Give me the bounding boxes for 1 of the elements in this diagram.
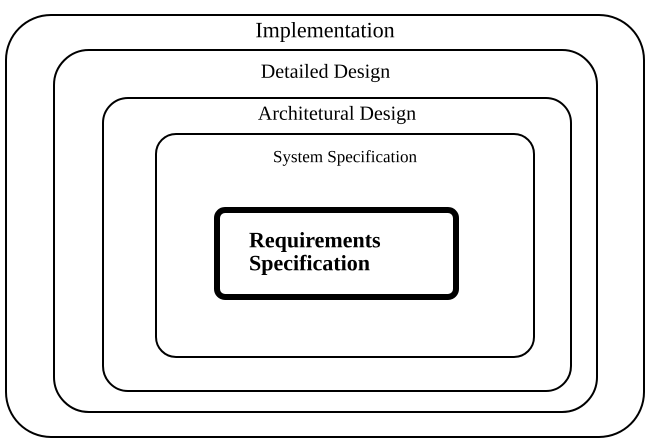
box: Requirements Specification [214,207,459,300]
